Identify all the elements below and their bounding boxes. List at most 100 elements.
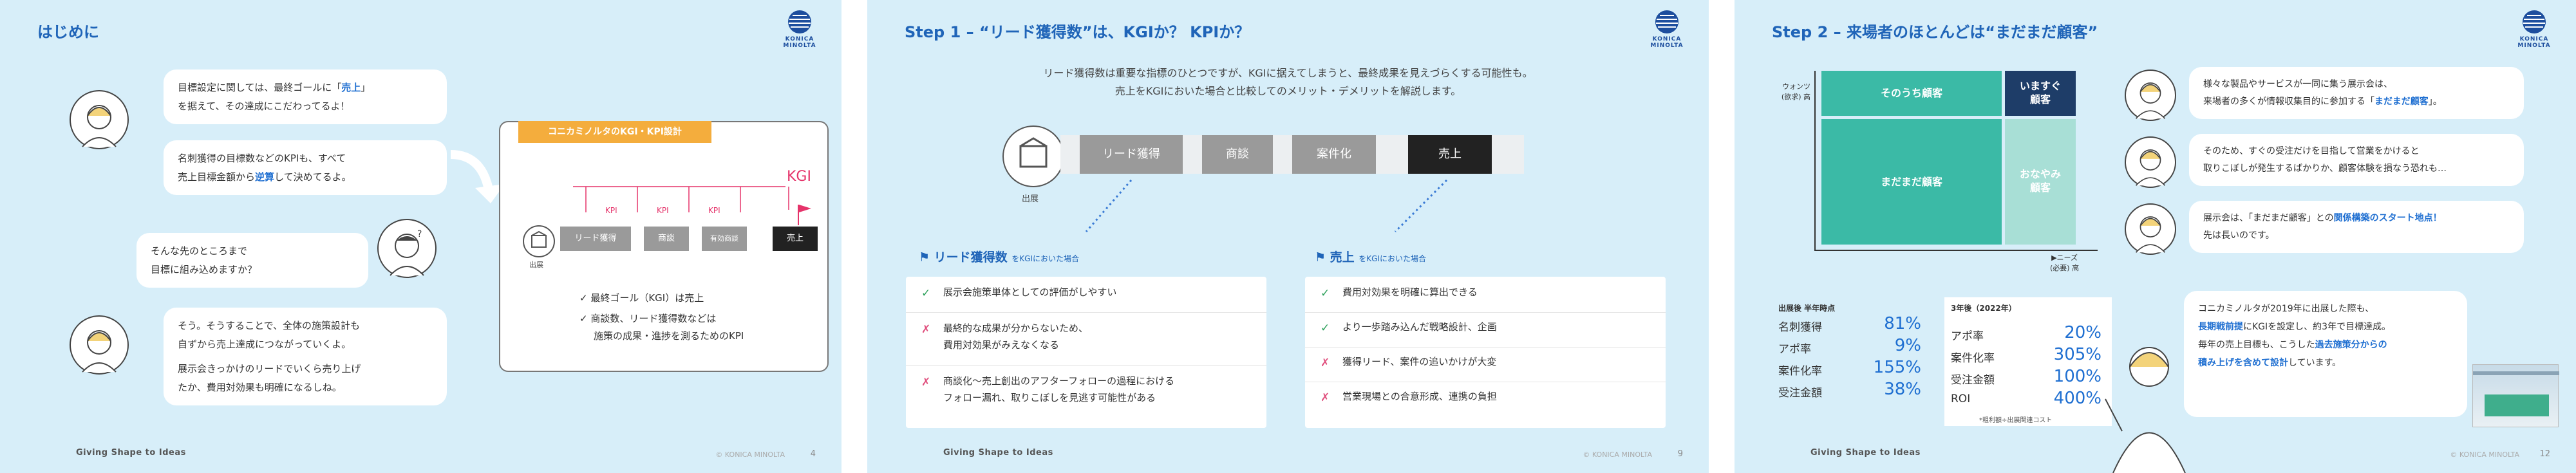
person-avatar-icon: ? [377,219,437,278]
highlight-text: 積み上げを含めて設計 [2198,358,2288,368]
kpi-label: KPI [605,206,617,215]
stat-value: 155% [1873,358,1921,377]
cross-icon: ✗ [1321,357,1330,369]
flag-icon: ⚑ [919,250,934,264]
check-item: ✓ 最終ゴール（KGI）は売上 [579,290,704,307]
text: 売上目標金額から [178,171,256,183]
list-item: ✗ 最終的な成果が分からないため、 費用対効果がみえなくなる [906,320,1266,366]
person-avatar-icon [70,315,129,375]
page-number: 12 [2539,449,2550,459]
text: (必要) 高 [2050,264,2080,272]
footnote: *粗利額÷出展関連コスト [1979,417,2053,424]
kpi-connector-lines [573,186,789,212]
text: コニカミノルタが2019年に出展した際も、 [2198,304,2374,314]
text: 来場者の多くが情報収集目的に参加する「 [2203,96,2374,107]
konica-minolta-logo: KONICA MINOLTA [2505,9,2563,49]
svg-text:?: ? [417,229,422,239]
text: そんな先のところまで [151,245,248,257]
highlight-text: 長期戦前提 [2198,322,2243,332]
check-icon: ✓ [1321,287,1330,300]
stat-label: 案件化率 [1951,352,1995,365]
matrix-cell: いますぐ顧客 [2005,71,2076,116]
flow-step: 売上 [1408,135,1492,174]
page-number: 4 [810,449,816,459]
slide-step2: Step 2 – 来場者のほとんどは“まだまだ顧客” KONICA MINOLT… [1735,0,2576,473]
stat-label: アポ率 [1951,330,1984,343]
flag-icon [798,205,811,225]
speech-bubble: そんな先のところまで 目標に組み込めますか？ [136,233,368,288]
text: 展示会施策単体としての評価がしやすい [943,286,1117,298]
flow-step: 商談 [644,227,689,251]
text: 費用対効果を明確に算出できる [1342,286,1478,298]
text: 取りこぼしが発生するばかりか、顧客体験を損なう恐れも… [2203,163,2447,174]
speech-bubble: そう。そうすることで、全体の施策設計も 自ずから売上達成につながっていくよ。 展… [164,308,447,405]
flag-icon: ⚑ [1315,250,1330,264]
text: 」。 [2428,96,2442,107]
footer-brand: Giving Shape to Ideas [1810,448,1921,458]
stat-value: 400% [2053,389,2101,408]
highlight-text: 関係構築のスタート地点！ [2333,213,2442,223]
matrix-cell: おなやみ顧客 [2005,119,2076,245]
stat-label: 案件化率 [1778,365,1822,378]
text: 商談化～売上創出のアフターフォローの過程における [943,375,1175,387]
stats-title: 出展後 半年時点 [1778,304,1836,313]
text: 名刺獲得の目標数などのKPIも、すべて [178,153,346,164]
subtitle: 売上をKGIにおいた場合と比較してのメリット・デメリットを解説します。 [1114,85,1462,97]
slide-title: はじめに [37,23,99,41]
text: 」 [361,82,371,93]
subtitle: リード獲得数は重要な指標のひとつですが、KGIに据えてしまうと、最終成果を見えづ… [1043,67,1533,79]
text: 売上 [1330,250,1355,264]
globe-icon [788,10,811,33]
text: 自ずから売上達成につながっていくよ。 [178,338,352,350]
presenter-illustration [2105,347,2186,473]
speech-bubble: そのため、すぐの受注だけを目指して営業をかけると 取りこぼしが発生するばかりか、… [2189,134,2524,187]
expo-booth-icon [523,225,555,257]
right-panel: ✓ 費用対効果を明確に算出できる ✓ より一歩踏み込んだ戦略設計、企画 ✗ 獲得… [1305,277,1666,428]
highlight-text: 逆算 [255,171,275,183]
stat-label: 受注金額 [1778,387,1822,400]
speech-bubble: 様々な製品やサービスが一同に集う展示会は、 来場者の多くが情報収集目的に参加する… [2189,67,2524,120]
cross-icon: ✗ [921,323,931,336]
checkmark-icon: ✓ [579,313,591,324]
text: ウォンツ [1782,82,1810,91]
y-axis-label: ウォンツ (欲求) 高 [1773,81,1810,102]
slide-step1: Step 1 – “リード獲得数”は、KGIか？ KPIか？ KONICA MI… [867,0,1709,473]
globe-icon [2523,10,2546,33]
x-axis [1814,250,2098,251]
text: 目標設定に関しては、最終ゴールに「 [178,82,342,93]
stat-value: 81% [1884,314,1921,333]
speech-bubble: 目標設定に関しては、最終ゴールに「売上」 を据えて、その達成にこだわってるよ！ [164,70,447,124]
text: たか、費用対効果も明確になるしね。 [178,381,342,393]
curved-arrow-icon [450,150,505,203]
text: 費用対効果がみえなくなる [943,339,1060,351]
left-heading: ⚑ リード獲得数 をKGIにおいた場合 [919,248,1079,265]
text: 顧客 [2029,181,2051,194]
stat-value: 305% [2053,345,2101,364]
flow-step: リード獲得 [1080,135,1183,174]
slide-title: Step 2 – 来場者のほとんどは“まだまだ顧客” [1772,23,2098,41]
right-heading: ⚑ 売上 をKGIにおいた場合 [1315,248,1426,265]
text: しています。 [2288,358,2342,368]
person-avatar-icon [2125,203,2176,255]
stat-label: 名刺獲得 [1778,321,1822,334]
expo-label: 出展 [1022,194,1039,204]
text: 先は長いのです。 [2203,230,2275,241]
kpi-label: KPI [708,206,720,215]
left-panel: ✓ 展示会施策単体としての評価がしやすい ✗ 最終的な成果が分からないため、 費… [906,277,1266,428]
dotted-arrows [1085,179,1448,233]
check-item: ✓ 商談数、リード獲得数などは施策の成果・進捗を測るためのKPI [579,310,744,345]
person-avatar-icon [70,90,129,149]
list-item: ✗ 獲得リード、案件の追いかけが大変 [1305,354,1666,382]
text: 顧客 [2029,93,2051,106]
text: をKGIにおいた場合 [1359,254,1427,263]
text: 目標に組み込めますか？ [151,263,258,275]
text: そう。そうすることで、全体の施策設計も [178,320,361,331]
text: いますぐ [2019,80,2061,92]
highlight-text: まだまだ顧客 [2374,96,2429,107]
speech-bubble: コニカミノルタが2019年に出展した際も、 長期戦前提にKGIを設定し、約3年で… [2184,291,2467,417]
text: をKGIにおいた場合 [1011,254,1080,263]
text: ▶ニーズ [2051,254,2078,262]
list-item: ✓ 費用対効果を明確に算出できる [1305,284,1666,313]
logo-text: KONICA MINOLTA [2517,36,2551,49]
flow-step: リード獲得 [560,227,631,251]
